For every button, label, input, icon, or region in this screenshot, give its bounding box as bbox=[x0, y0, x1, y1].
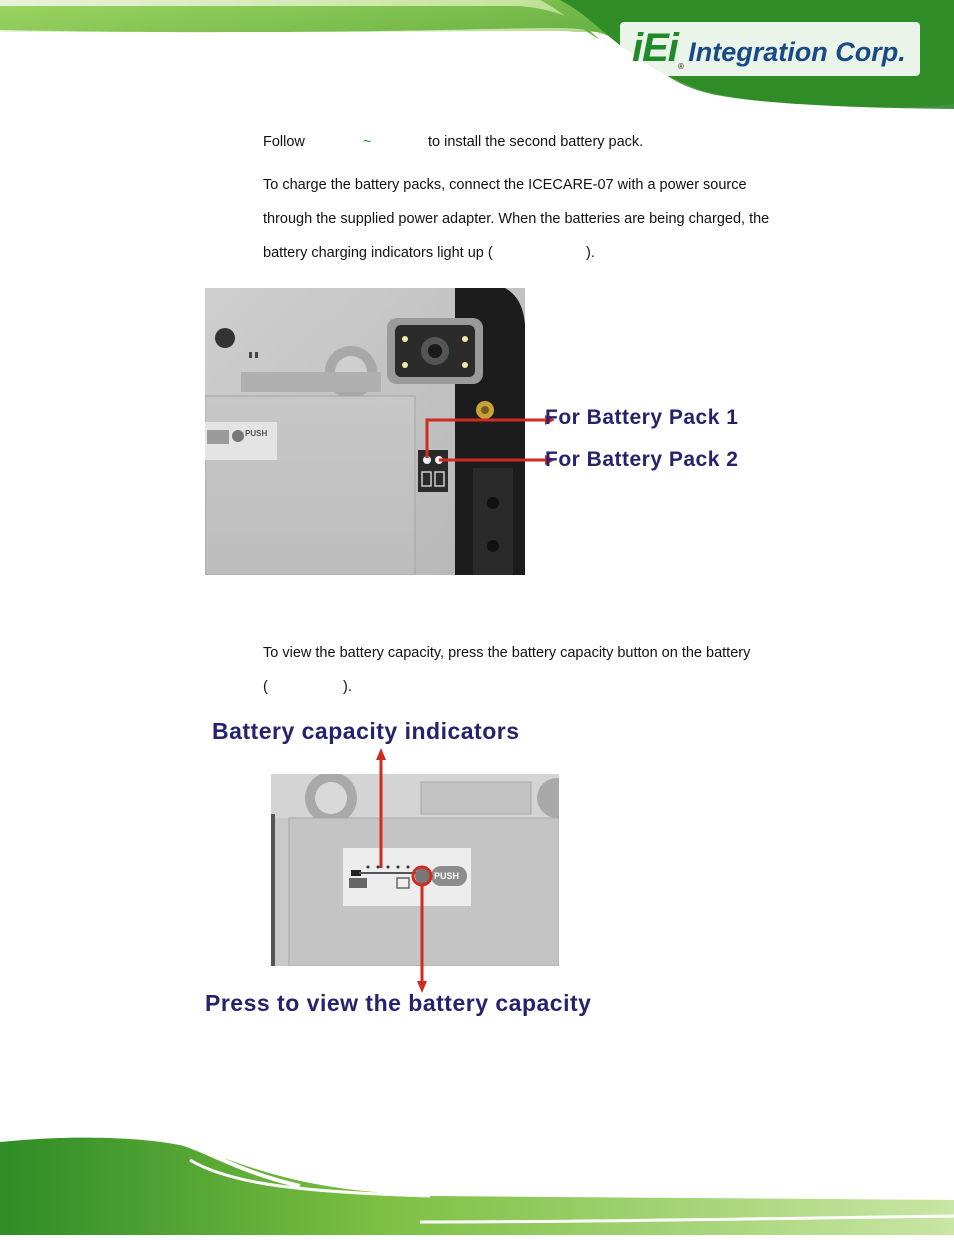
view-line-2-close: ). bbox=[343, 679, 352, 695]
label-battery-pack-1: For Battery Pack 1 bbox=[545, 406, 739, 429]
charge-line-3-text: battery charging indicators light up ( bbox=[263, 245, 493, 261]
figure1-callout-arrows bbox=[425, 415, 555, 465]
logo-company-name: Integration Corp. bbox=[688, 37, 906, 67]
page-footer bbox=[0, 1130, 954, 1235]
company-logo: iEi® Integration Corp. bbox=[632, 26, 906, 71]
footer-swoosh-graphic bbox=[0, 1133, 954, 1235]
step-range-tilde: ~ bbox=[363, 134, 372, 150]
label-capacity-indicators: Battery capacity indicators bbox=[212, 718, 520, 744]
step-follow-suffix: to install the second battery pack. bbox=[428, 134, 644, 150]
page-header: iEi® Integration Corp. bbox=[0, 0, 954, 115]
charge-line-3-close: ). bbox=[586, 245, 595, 261]
view-line-1: To view the battery capacity, press the … bbox=[263, 645, 751, 661]
charging-indicators-photo: PUSH bbox=[205, 288, 525, 575]
header-swoosh-graphic bbox=[0, 0, 954, 115]
view-line-2: ( ). bbox=[263, 679, 352, 695]
view-line-2-open: ( bbox=[263, 679, 268, 695]
tablet-back-photo bbox=[205, 288, 525, 575]
logo-registered-mark: ® bbox=[677, 62, 684, 71]
install-second-battery-step: Follow ~ to install the second battery p… bbox=[263, 134, 643, 150]
charge-line-2: through the supplied power adapter. When… bbox=[263, 211, 770, 227]
push-capacity-label: PUSH bbox=[434, 871, 460, 881]
charge-line-3: battery charging indicators light up ( )… bbox=[263, 245, 595, 261]
battery-capacity-photo: PUSH bbox=[271, 774, 559, 966]
push-button-label: PUSH bbox=[245, 429, 268, 438]
figure2-callout-arrows bbox=[376, 748, 433, 993]
step-follow-prefix: Follow bbox=[263, 134, 305, 150]
charge-line-1: To charge the battery packs, connect the… bbox=[263, 177, 747, 193]
label-press-to-view-capacity: Press to view the battery capacity bbox=[205, 990, 592, 1016]
battery-pack-photo bbox=[271, 774, 559, 966]
logo-brand: iEi bbox=[632, 26, 679, 70]
label-battery-pack-2: For Battery Pack 2 bbox=[545, 448, 739, 471]
